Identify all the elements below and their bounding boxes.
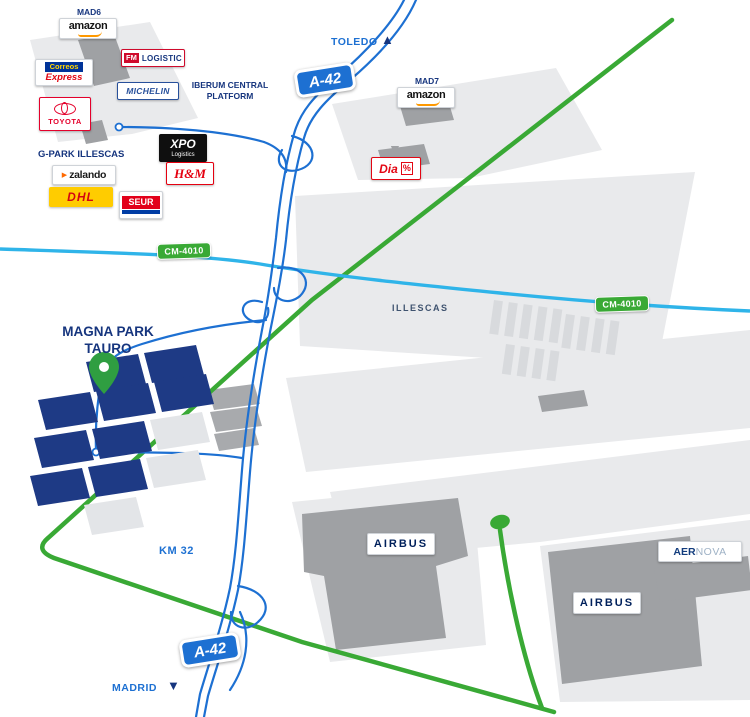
dia-marker-icon: ▼ [388, 141, 402, 157]
amazon-smile-icon [416, 100, 440, 106]
fm-logistic-logo: FM LOGISTIC [121, 49, 185, 67]
hm-wordmark: H&M [174, 165, 206, 181]
green-road [40, 17, 675, 715]
dhl-wordmark: DHL [67, 190, 95, 204]
correos-wordmark: Correos [44, 62, 84, 72]
cm4010-shield-right-text: CM-4010 [602, 298, 642, 310]
magna-park-tauro-label: MAGNA PARK TAURO [52, 324, 164, 358]
airbus-logo-2: AIRBUS [573, 592, 641, 614]
iberum-line1: IBERUM CENTRAL [191, 80, 269, 90]
magna-park-plots [30, 345, 214, 506]
magna-line1: MAGNA PARK [62, 324, 154, 339]
michelin-wordmark: MICHELIN [126, 86, 170, 96]
toledo-label: TOLEDO [331, 36, 378, 48]
cm4010-shield-right: CM-4010 [594, 295, 650, 313]
a42-shield-top-text: A-42 [307, 69, 343, 91]
toyota-logo: TOYOTA [39, 97, 91, 131]
magna-line2: TAURO [84, 340, 132, 356]
cm4010-shield-left: CM-4010 [156, 242, 212, 260]
aernnova-wordmark-light: NOVA [695, 545, 727, 558]
gpark-illescas-label: G-PARK ILLESCAS [38, 149, 125, 160]
amazon-mad6-logo: amazon [59, 18, 117, 39]
aernnova-wordmark-bold: AER [673, 545, 696, 558]
a42-ramp-mid-east [272, 266, 307, 303]
iberum-central-platform-label: IBERUM CENTRAL PLATFORM [182, 80, 278, 101]
illescas-label: ILLESCAS [392, 303, 449, 313]
xpo-logistics-logo: XPO Logistics [159, 134, 207, 162]
dia-wordmark: Dia [379, 161, 398, 176]
a42-ramp-south [229, 584, 267, 629]
amazon-smile-icon [78, 31, 102, 37]
dia-logo: Dia % [371, 157, 421, 180]
green-road-terminus [490, 514, 510, 530]
hm-logo: H&M [166, 162, 214, 185]
airbus-wordmark: AIRBUS [373, 538, 429, 550]
madrid-direction-icon: ▼ [167, 678, 180, 693]
seur-logo: SEUR [119, 191, 163, 219]
mad7-marker-icon: ▼ [418, 105, 432, 121]
iberum-line2: PLATFORM [206, 90, 254, 101]
a42-ramp-north [277, 134, 314, 172]
correos-express-logo: Correos Express [35, 59, 93, 86]
xpo-wordmark: XPO [170, 137, 196, 152]
km32-label: KM 32 [159, 545, 194, 557]
a42-ramp-mid-west [241, 299, 270, 324]
mad6-label: MAD6 [76, 7, 102, 17]
dia-percent-icon: % [400, 162, 413, 175]
airbus2-marker-icon: ▼ [599, 612, 613, 628]
seur-stripe-icon [122, 209, 160, 214]
express-wordmark: Express [45, 71, 83, 83]
aernnova-building [654, 556, 750, 602]
airbus-logo-1: AIRBUS [367, 533, 435, 555]
airbus-wordmark: AIRBUS [579, 597, 635, 609]
aernnova-marker-icon: ▼ [692, 560, 706, 576]
fm-badge: FM [123, 53, 139, 63]
a42-shield-bottom-text: A-42 [192, 639, 228, 661]
amazon-wordmark: amazon [68, 19, 108, 32]
xpo-sub-wordmark: Logistics [171, 151, 195, 158]
dhl-logo: DHL [49, 187, 113, 207]
seur-wordmark: SEUR [122, 196, 160, 209]
mad7-label: MAD7 [414, 76, 440, 86]
toledo-direction-icon: ▲ [381, 32, 394, 47]
toyota-wordmark: TOYOTA [48, 116, 82, 126]
airbus1-marker-icon: ▼ [394, 553, 408, 569]
magna-park-future-plots [84, 412, 210, 535]
roundabout-north [114, 122, 124, 132]
zalando-logo: ▶ zalando [52, 165, 116, 185]
zalando-wordmark: zalando [69, 169, 107, 181]
location-pin [89, 352, 119, 394]
toyota-emblem-icon [54, 101, 76, 115]
amazon-wordmark: amazon [406, 88, 446, 101]
amazon-mad7-logo: amazon [397, 87, 455, 108]
fm-logistic-wordmark: LOGISTIC [141, 53, 183, 63]
cm4010-shield-left-text: CM-4010 [164, 245, 204, 257]
parcel-strips [489, 300, 620, 382]
zalando-arrow-icon: ▶ [61, 171, 68, 179]
madrid-label: MADRID [112, 682, 157, 694]
michelin-logo: MICHELIN [117, 82, 179, 100]
